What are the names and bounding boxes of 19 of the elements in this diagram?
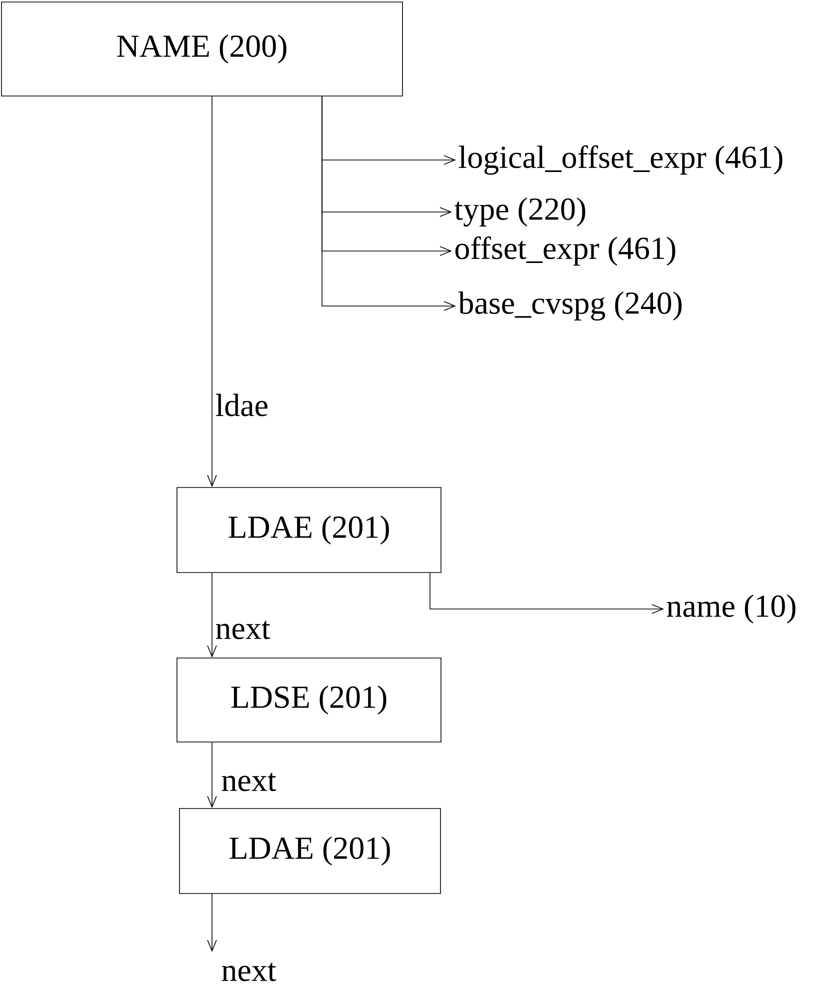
arrow — [207, 96, 217, 488]
arrow — [207, 894, 217, 952]
arrow — [322, 96, 456, 311]
edge-label: next — [220, 962, 278, 982]
field-label: offset_expr (461) — [455, 236, 676, 266]
field-label: type (220) — [454, 197, 586, 227]
record-box: LDAE (201) — [179, 808, 441, 894]
field-label: base_cvspg (240) — [458, 291, 682, 321]
record-box: NAME (200) — [1, 2, 403, 96]
edge-label: ldae — [214, 392, 270, 418]
record-box: LDAE (201) — [176, 487, 442, 573]
record-box: LDSE (201) — [176, 658, 442, 742]
edge-label: next — [220, 772, 278, 792]
arrow — [207, 572, 217, 658]
arrow — [430, 572, 664, 614]
arrow — [207, 742, 217, 808]
edge-label: next — [214, 620, 272, 640]
field-label: logical_offset_expr (461) — [458, 145, 782, 175]
field-label: name (10) — [666, 594, 796, 624]
